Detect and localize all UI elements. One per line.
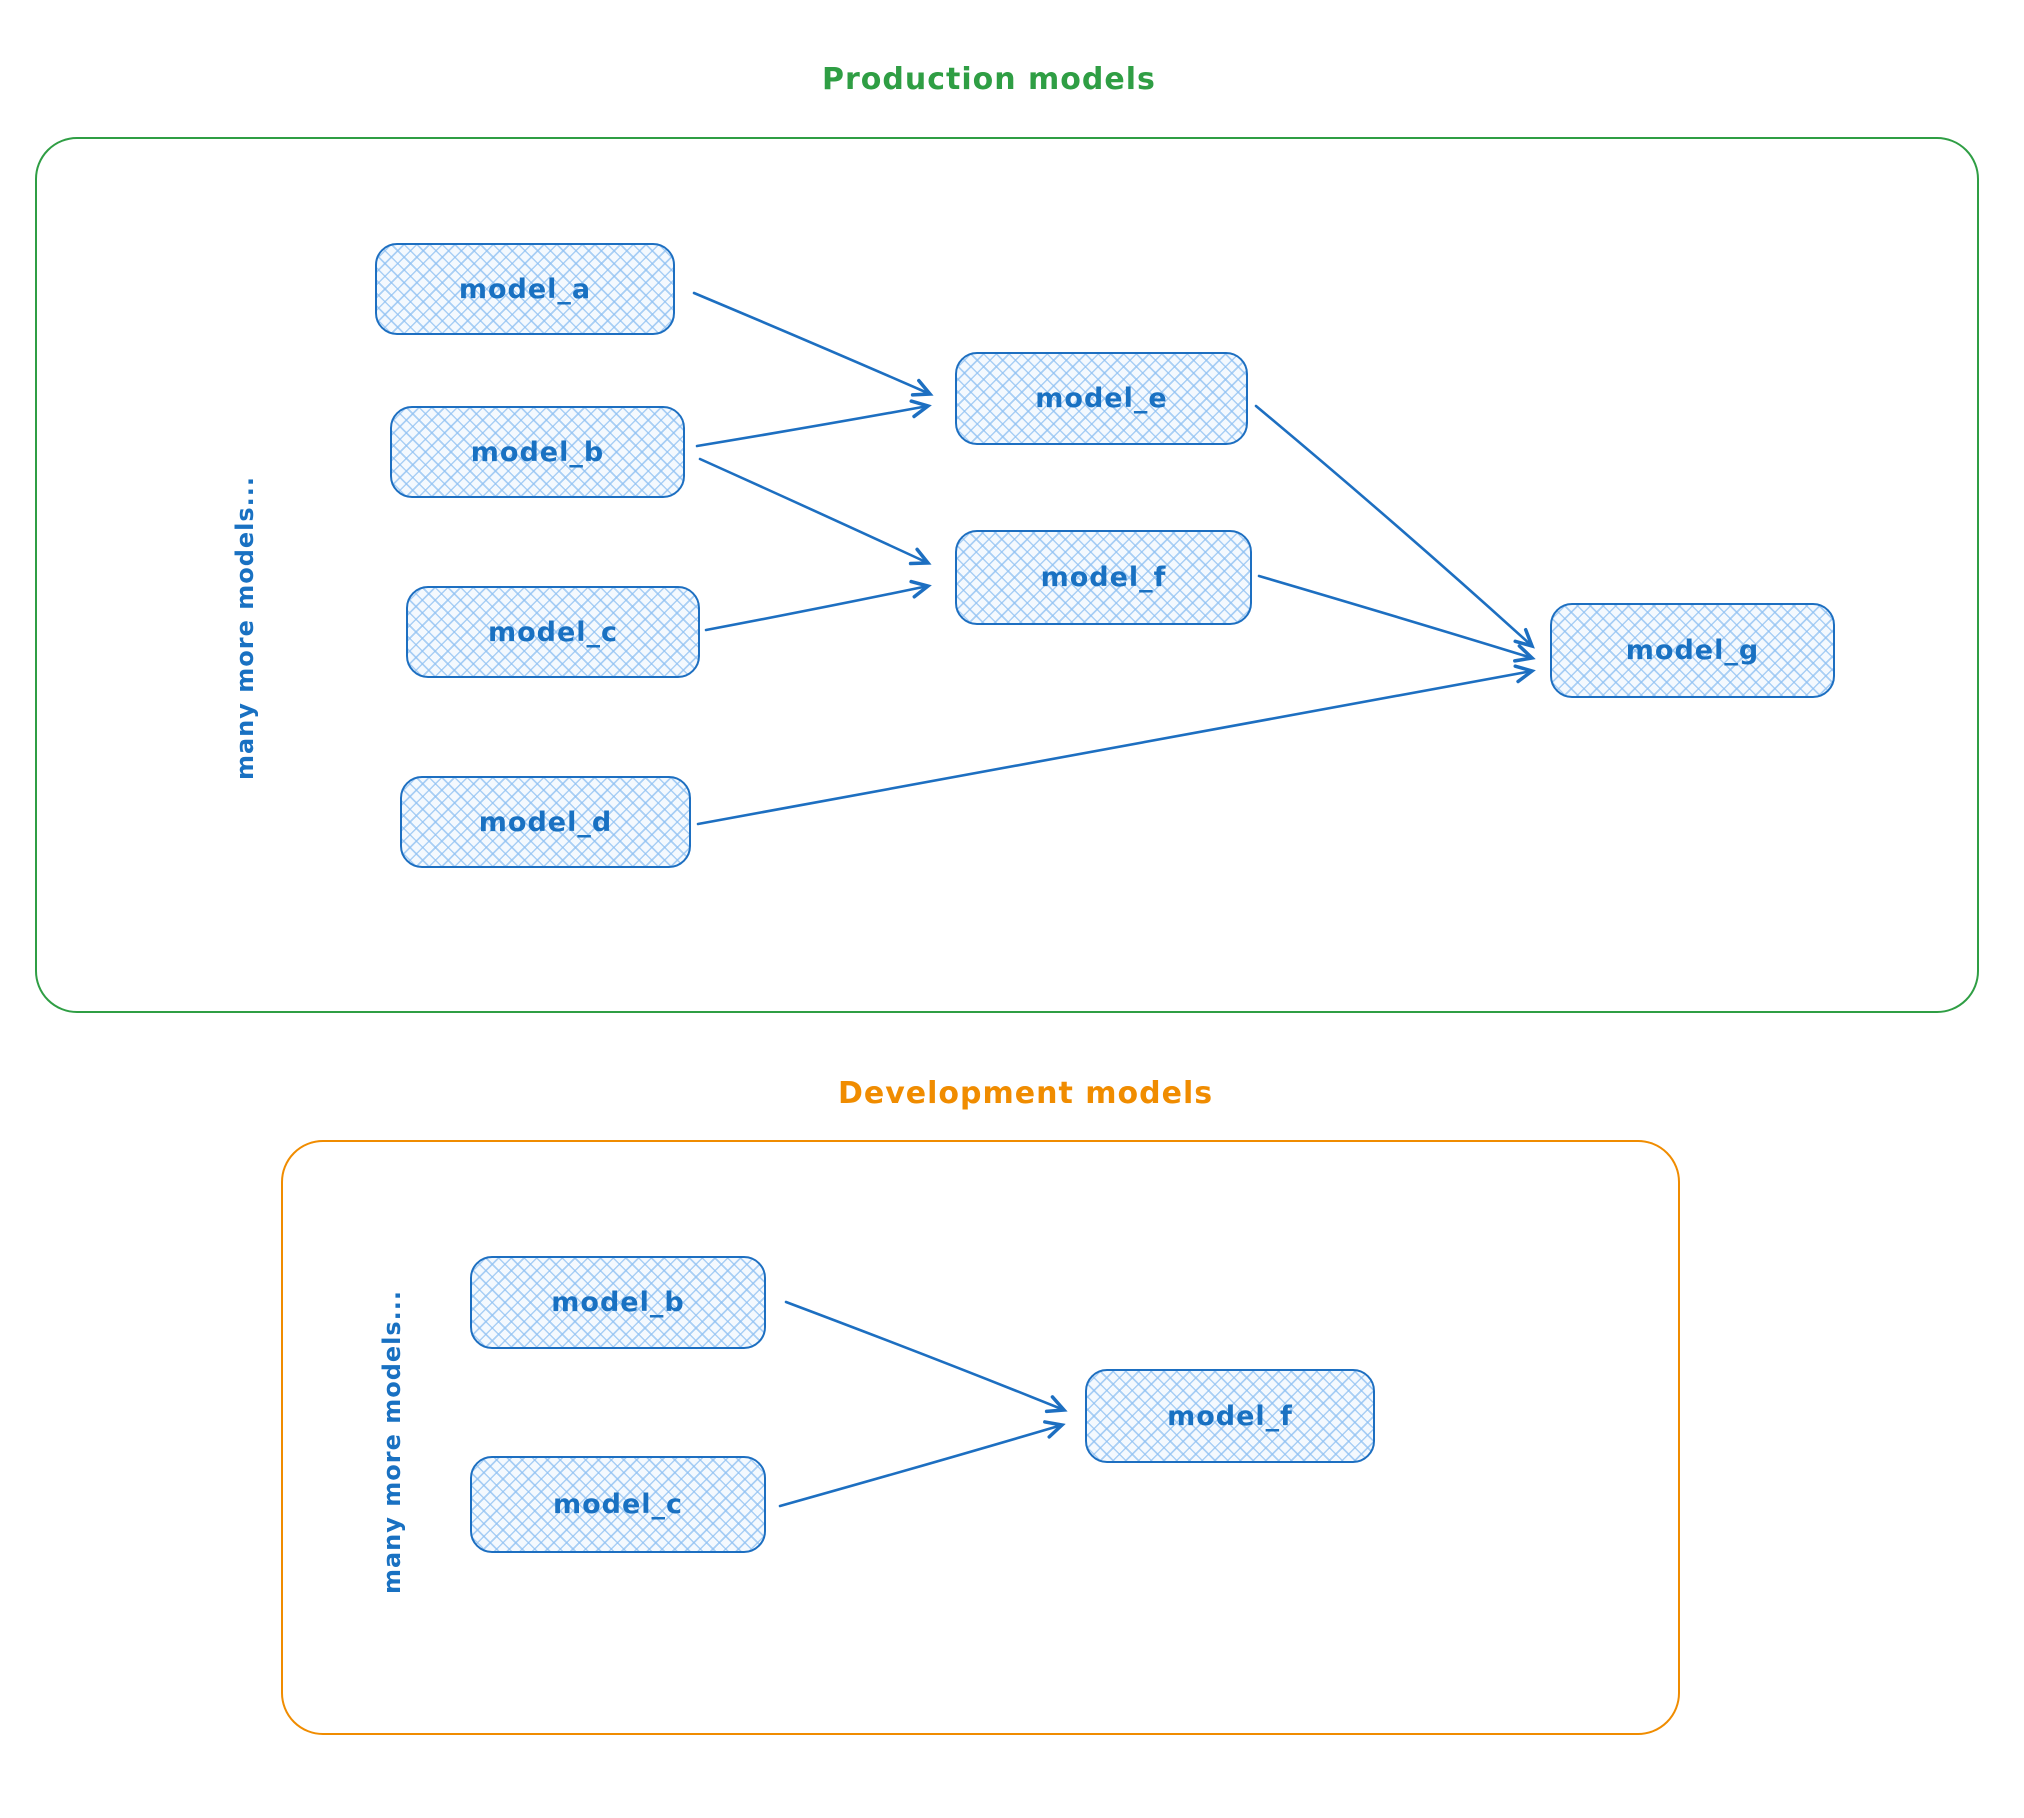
node-dev-model_c[interactable]: model_c (470, 1456, 766, 1553)
node-label: model_f (1040, 562, 1167, 593)
node-label: model_f (1167, 1400, 1293, 1432)
node-prod-model_b[interactable]: model_b (390, 406, 685, 498)
node-label: model_a (458, 273, 592, 305)
production-side-label: many more models... (231, 475, 259, 781)
node-dev-model_f[interactable]: model_f (1085, 1369, 1375, 1463)
node-prod-model_g[interactable]: model_g (1550, 603, 1835, 698)
production-section-title: Production models (822, 62, 1156, 97)
node-label: model_b (551, 1287, 685, 1318)
development-side-label: many more models... (378, 1289, 406, 1595)
node-label: model_e (1035, 383, 1168, 414)
node-label: model_c (487, 616, 619, 648)
node-dev-model_b[interactable]: model_b (470, 1256, 766, 1349)
development-section-title: Development models (838, 1076, 1214, 1111)
node-prod-model_c[interactable]: model_c (406, 586, 700, 678)
node-prod-model_f[interactable]: model_f (955, 530, 1252, 625)
node-prod-model_e[interactable]: model_e (955, 352, 1248, 445)
production-container (35, 137, 1979, 1013)
node-label: model_d (478, 806, 613, 838)
node-prod-model_a[interactable]: model_a (375, 243, 675, 335)
node-prod-model_d[interactable]: model_d (400, 776, 691, 868)
node-label: model_b (470, 436, 605, 468)
node-label: model_g (1625, 635, 1760, 666)
development-container (281, 1140, 1680, 1735)
node-label: model_c (552, 1489, 684, 1520)
